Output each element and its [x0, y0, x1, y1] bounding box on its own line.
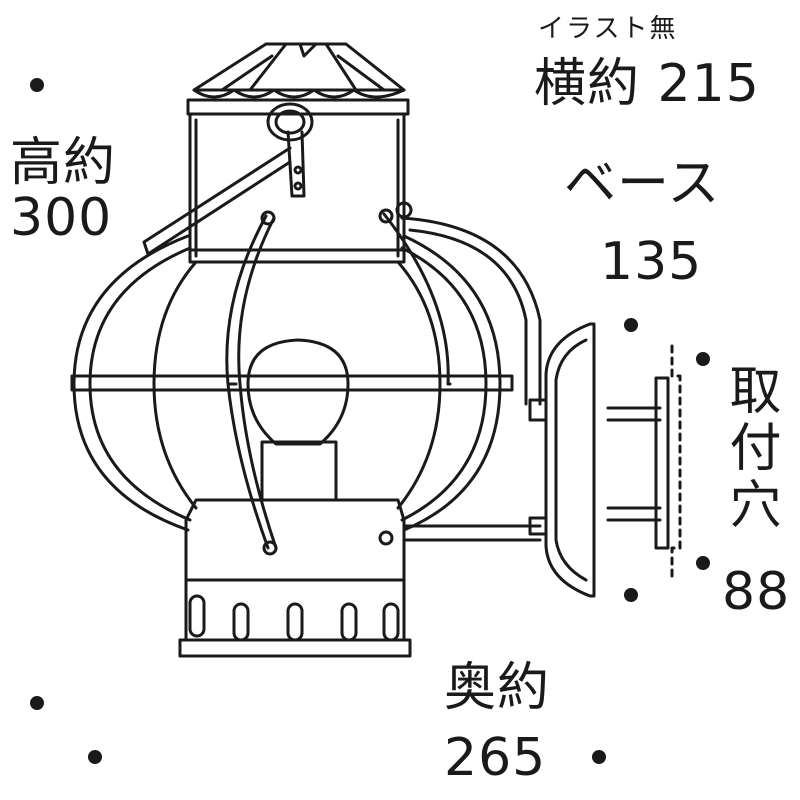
height-label: 高約 — [10, 133, 117, 193]
height-value: 300 — [10, 188, 113, 249]
wall-base-plate — [544, 322, 596, 598]
mounting-hole-value: 88 — [722, 562, 791, 622]
marker-dot — [30, 696, 44, 710]
marker-dot — [592, 750, 606, 764]
wall-bracket — [395, 201, 548, 542]
marker-dot — [88, 750, 102, 764]
height-dimension: 高約 300 — [10, 133, 117, 249]
lantern-ring — [142, 102, 314, 256]
marker-dot — [624, 318, 638, 332]
marker-dot — [624, 588, 638, 602]
marker-dot — [696, 556, 710, 570]
mounting-hole-label: 取付穴 — [729, 362, 783, 537]
lantern-roof — [186, 42, 410, 116]
base-label: ベース — [564, 154, 721, 214]
width-dimension: 横約 215 — [534, 54, 760, 114]
marker-dot — [696, 352, 710, 366]
mounting-hardware — [606, 344, 682, 582]
light-bulb — [246, 338, 350, 502]
marker-dot — [30, 78, 44, 92]
illustration-note: イラスト無 — [538, 14, 678, 44]
depth-value: 265 — [444, 728, 547, 788]
lantern-globe — [70, 208, 514, 556]
lantern-base — [178, 498, 412, 658]
depth-label: 奥約 — [444, 658, 551, 718]
base-value: 135 — [600, 232, 703, 292]
